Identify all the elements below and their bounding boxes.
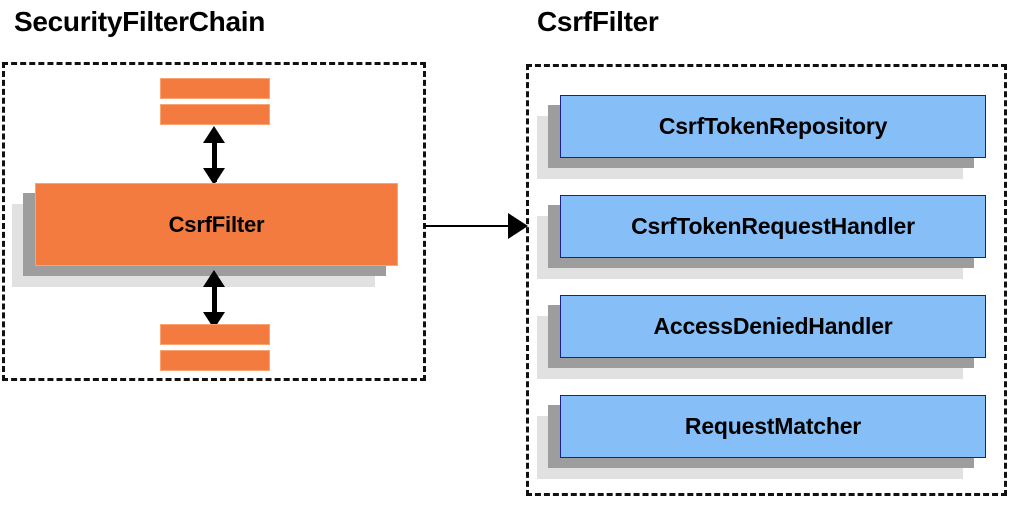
- connector-arrow-head-icon: [508, 213, 528, 239]
- arrow-head-up-below-icon: [203, 270, 225, 287]
- node-label: RequestMatcher: [684, 413, 862, 439]
- node-face: CsrfTokenRequestHandler: [560, 195, 986, 258]
- node-csrf-token-repository[interactable]: CsrfTokenRepository: [537, 95, 986, 179]
- node-label: CsrfTokenRequestHandler: [631, 213, 915, 239]
- right-panel-title: CsrfFilter: [537, 6, 659, 37]
- arrow-head-up-above-icon: [203, 126, 225, 143]
- arrow-shaft-above: [212, 134, 217, 182]
- filter-stub-bar-below-1: [160, 324, 270, 345]
- security-filter-chain-container: [2, 62, 426, 381]
- arrow-head-down-above-icon: [203, 168, 225, 185]
- filter-stub-bar-above-2: [160, 104, 270, 125]
- connector-line: [424, 225, 510, 227]
- csrf-filter-container: [526, 64, 1007, 496]
- filter-stub-bar-below-2: [160, 350, 270, 371]
- node-label: CsrfFilter: [168, 211, 265, 237]
- node-face: CsrfFilter: [35, 183, 398, 266]
- node-label: CsrfTokenRepository: [658, 113, 888, 139]
- node-face: CsrfTokenRepository: [560, 95, 986, 158]
- arrow-shaft-below: [212, 278, 217, 326]
- node-request-matcher[interactable]: RequestMatcher: [537, 395, 986, 479]
- left-panel-title: SecurityFilterChain: [14, 6, 266, 37]
- node-access-denied-handler[interactable]: AccessDeniedHandler: [537, 295, 986, 379]
- node-face: RequestMatcher: [560, 395, 986, 458]
- node-face: AccessDeniedHandler: [560, 295, 986, 358]
- filter-stub-bar-above-1: [160, 78, 270, 99]
- node-csrf-token-request-handler[interactable]: CsrfTokenRequestHandler: [537, 195, 986, 279]
- node-label: AccessDeniedHandler: [653, 313, 893, 339]
- node-csrf-filter[interactable]: CsrfFilter: [12, 183, 398, 287]
